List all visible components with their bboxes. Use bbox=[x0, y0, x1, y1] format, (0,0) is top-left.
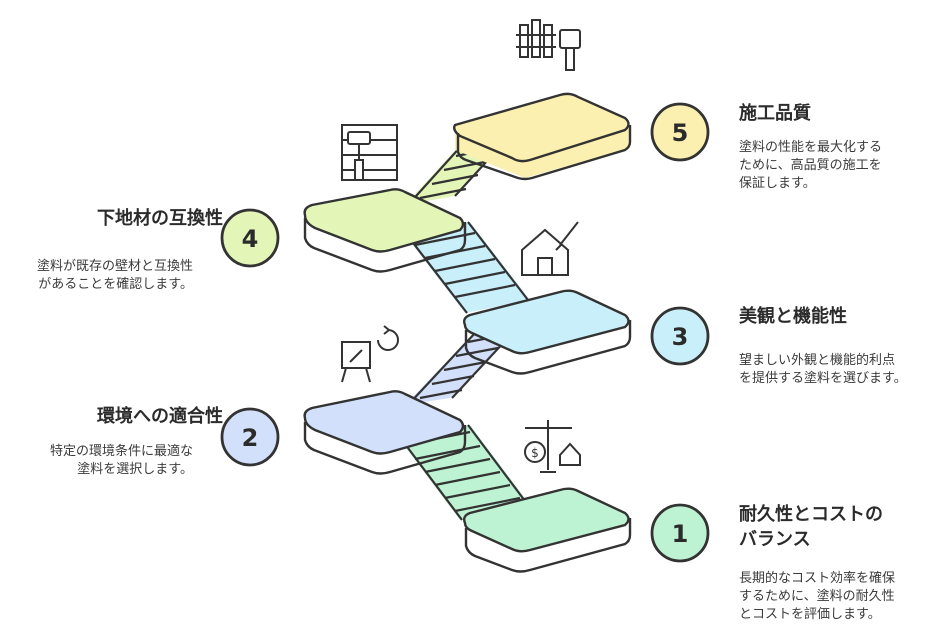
fence-brush-icon bbox=[516, 19, 581, 71]
platform-1 bbox=[462, 487, 632, 573]
svg-text:$: $ bbox=[531, 446, 539, 460]
svg-text:1: 1 bbox=[672, 520, 689, 548]
svg-text:5: 5 bbox=[672, 119, 689, 147]
step-number-5: 5 bbox=[650, 102, 710, 162]
step-1-title: 耐久性とコストのバランス bbox=[739, 504, 883, 550]
stair-flight-1 bbox=[400, 424, 530, 521]
platform-2 bbox=[303, 390, 467, 475]
step-5-title: 施工品質 bbox=[739, 103, 811, 124]
platform-4 bbox=[303, 188, 467, 273]
step-number-1: 1 bbox=[650, 503, 710, 563]
step-4-title: 下地材の互換性 bbox=[97, 208, 223, 229]
step-3-description: 望ましい外観と機能的利点を提供する塗料を選びます。 bbox=[739, 353, 907, 386]
step-4-description: 塗料が既存の壁材と互換性があることを確認します。 bbox=[36, 259, 193, 292]
step-number-3: 3 bbox=[650, 306, 710, 366]
svg-text:4: 4 bbox=[242, 225, 259, 253]
platform-5 bbox=[452, 92, 632, 181]
step-2-title: 環境への適合性 bbox=[97, 406, 223, 427]
step-2-description: 特定の環境条件に最適な塗料を選択します。 bbox=[49, 444, 193, 477]
easel-refresh-icon bbox=[341, 325, 399, 383]
house-brush-icon bbox=[521, 221, 579, 276]
step-1-description: 長期的なコスト効率を確保するために、塗料の耐久性とコストを評価します。 bbox=[739, 571, 896, 622]
step-3-title: 美観と機能性 bbox=[739, 306, 847, 327]
step-number-4: 4 bbox=[220, 208, 280, 268]
scales-dollar-house-icon: $ bbox=[524, 420, 581, 473]
svg-text:3: 3 bbox=[672, 323, 689, 351]
platform-3 bbox=[462, 289, 632, 375]
svg-text:2: 2 bbox=[242, 424, 259, 452]
step-number-2: 2 bbox=[220, 407, 280, 467]
wall-roller-icon bbox=[341, 124, 398, 181]
stair-flight-3 bbox=[405, 221, 530, 314]
step-5-description: 塗料の性能を最大化するために、高品質の施工を保証します。 bbox=[739, 140, 883, 191]
